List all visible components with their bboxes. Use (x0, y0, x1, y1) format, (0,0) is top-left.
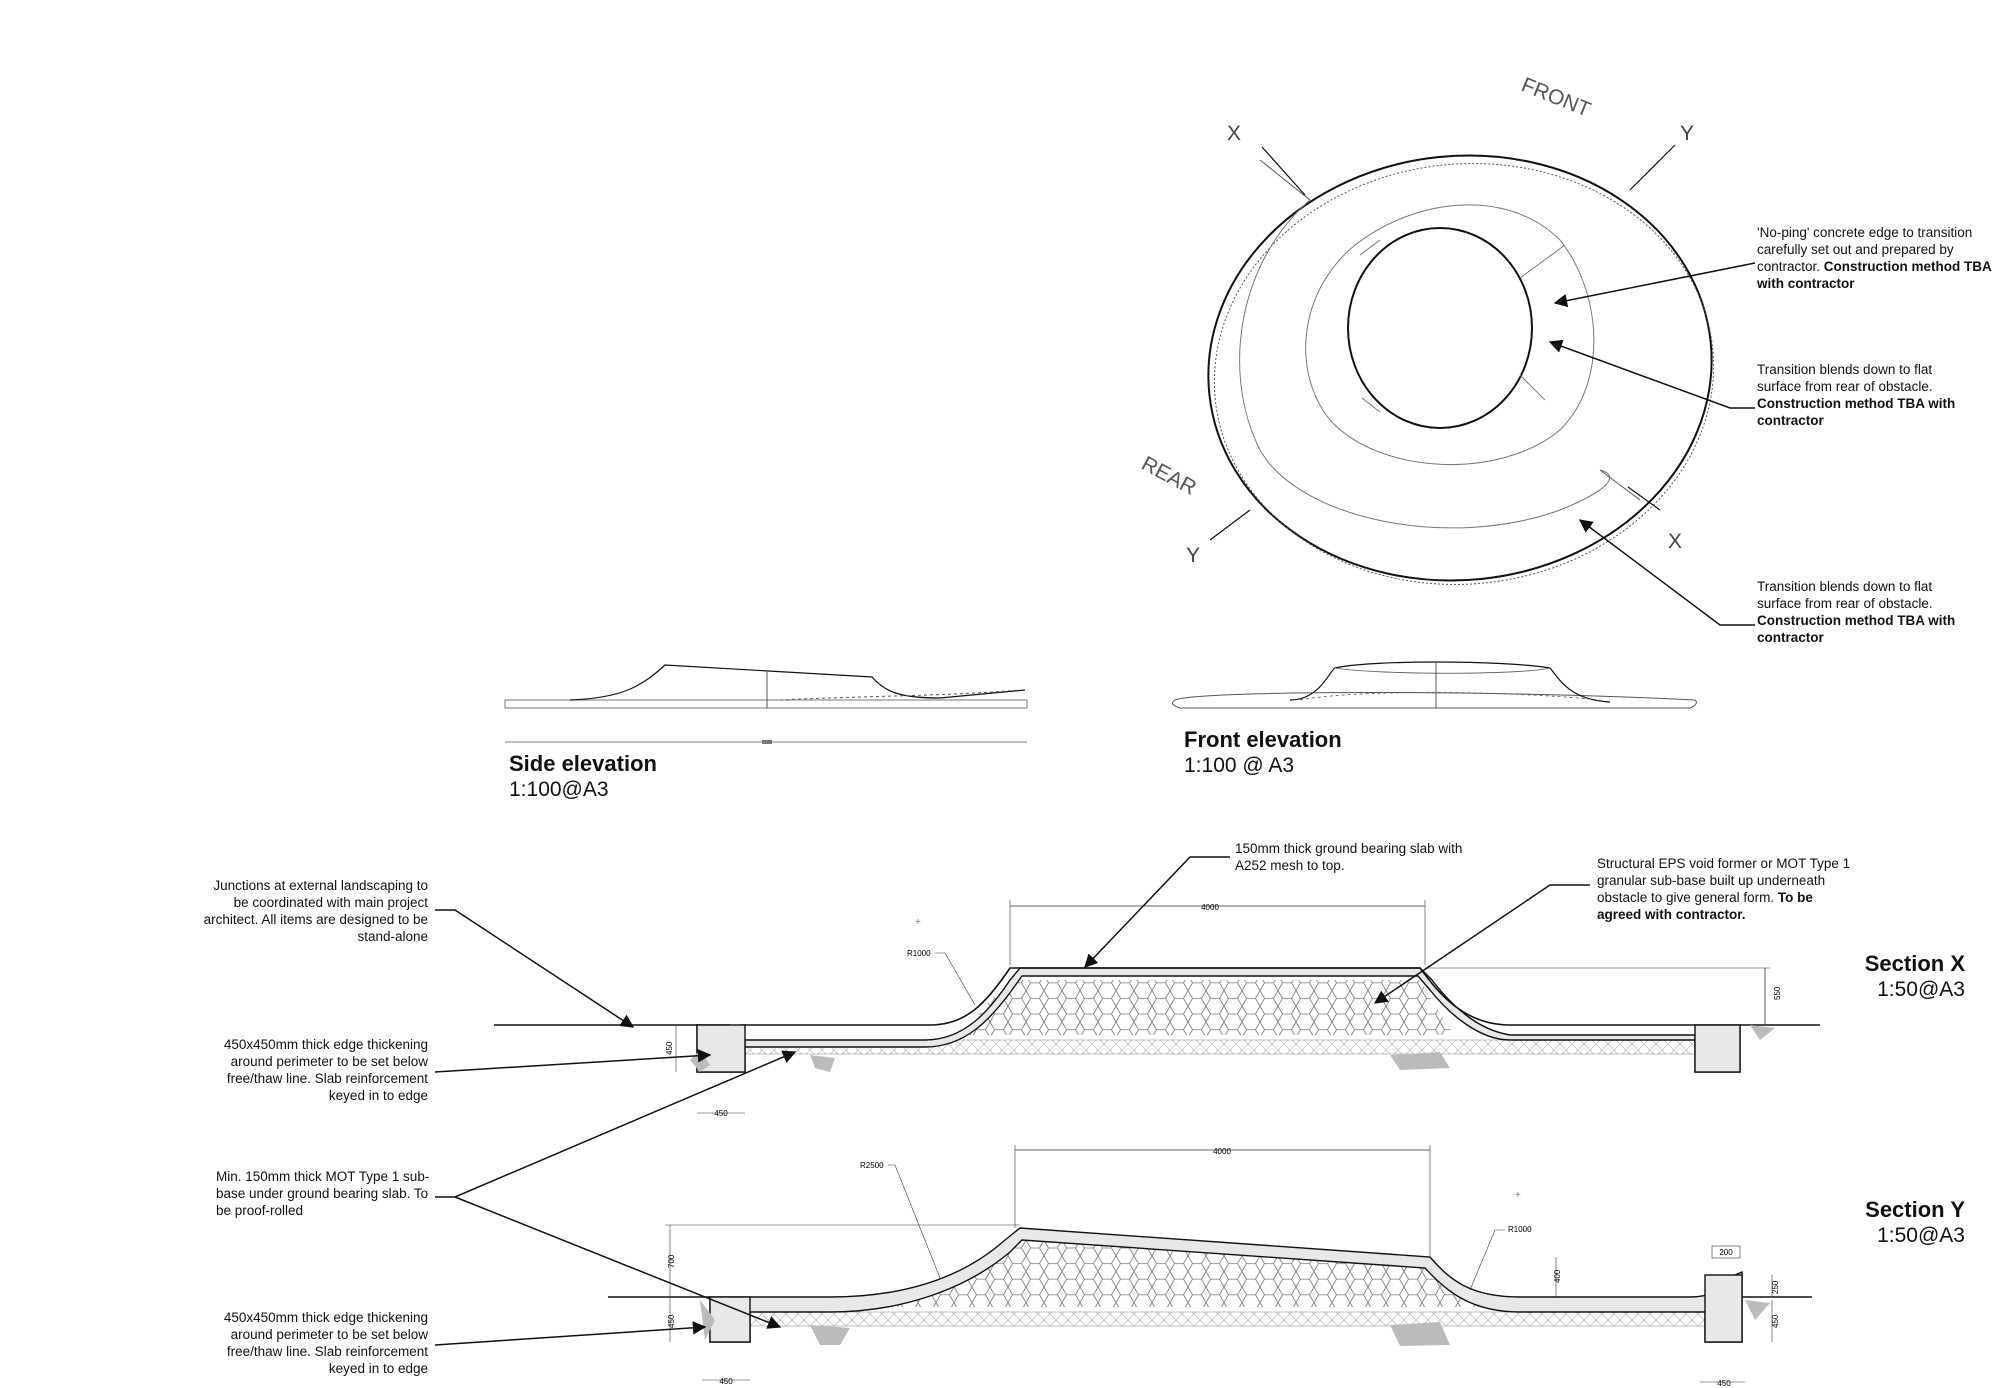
section-y-lip-box (1711, 1245, 1741, 1259)
front-elevation-drawing (1172, 661, 1697, 709)
front-elev-base (1172, 692, 1697, 709)
plan-edge-joint (1259, 159, 1311, 201)
plan-x-label-top: X (1227, 122, 1241, 145)
plan-transition-outer (1239, 199, 1611, 529)
plan-divider (1361, 397, 1381, 413)
section-x-leader-eps (1373, 884, 1590, 1004)
section-x-eps-fill (965, 980, 1455, 1035)
section-y-subbase (749, 1311, 1706, 1327)
section-y-drawing: 4000 R2500 R1000 700 450 450 400 200 250… (434, 1050, 1812, 1388)
plan-edge-joint (1599, 469, 1641, 501)
plan-leader-2 (1548, 339, 1755, 409)
section-y-leader-edge (434, 1321, 707, 1346)
section-x-dim-edge: 450 (714, 1109, 728, 1118)
plan-x-label-bottom: X (1668, 530, 1682, 553)
plan-top-plateau (1347, 227, 1533, 429)
section-line-y-bottom (1209, 509, 1251, 541)
section-x-scale: 1:50@A3 (1877, 978, 1965, 1001)
front-elevation-scale: 1:100 @ A3 (1184, 754, 1295, 777)
section-y-title: Section Y (1865, 1197, 1965, 1222)
section-y-edge-left (709, 1296, 751, 1343)
section-x-slab-top (740, 967, 1740, 1026)
section-y-scale: 1:50@A3 (1877, 1224, 1965, 1247)
section-y-dim-lip: 200 (1719, 1248, 1733, 1257)
section-y-dim-right-depth: 450 (1771, 1314, 1780, 1328)
edge-note-2: 450x450mm thick edge thickening around p… (223, 1310, 428, 1376)
section-x-edge-right (1694, 1024, 1741, 1073)
section-y-dim-edge: 450 (719, 1377, 733, 1386)
plan-outer-rim (1207, 154, 1713, 582)
plan-note-2: Transition blends down to flat surface f… (1757, 361, 1957, 429)
plan-note-2-bold: Construction method TBA with contractor (1757, 396, 1956, 428)
section-x-dim-width: 4000 (1201, 903, 1219, 912)
subbase-note: Min. 150mm thick MOT Type 1 sub-base und… (216, 1169, 430, 1218)
section-y-dim-depth: 450 (667, 1314, 676, 1328)
plan-note-3: Transition blends down to flat surface f… (1757, 578, 1957, 646)
front-elev-dashed (1299, 692, 1601, 701)
side-elevation-scale: 1:100@A3 (509, 778, 609, 801)
section-line-x-bottom (1627, 486, 1661, 511)
section-y-dim-step: 400 (1553, 1269, 1562, 1283)
slab-note: 150mm thick ground bearing slab with A25… (1235, 841, 1463, 873)
section-y-dim-lip-height: 250 (1771, 1280, 1780, 1294)
plan-note-1: 'No-ping' concrete edge to transition ca… (1757, 224, 1997, 292)
section-y-dim-width: 4000 (1213, 1147, 1231, 1156)
section-x-dim-radius: R1000 (907, 949, 931, 958)
section-y-r2500-leader (888, 1164, 941, 1279)
section-y-eps-fill (880, 1240, 1480, 1307)
section-line-y-top (1629, 144, 1676, 191)
plan-outer-rim-shadow (1213, 163, 1715, 585)
section-x-title: Section X (1864, 951, 1965, 976)
section-y-leader-subbase-1 (435, 1050, 797, 1198)
section-x-drawing: 4000 550 R1000 450 450 + (434, 856, 1820, 1118)
section-x-radius-leader (935, 952, 976, 1006)
section-x-leader-slab (1084, 856, 1230, 968)
plan-rear-label: REAR (1138, 452, 1200, 500)
section-x-dim-height: 550 (1773, 986, 1782, 1000)
front-elevation-title: Front elevation (1184, 727, 1342, 752)
side-elev-dashed (779, 689, 1021, 701)
side-elevation-title: Side elevation (509, 751, 657, 776)
plan-transition-mid (1305, 204, 1595, 466)
side-elev-base (504, 699, 1028, 709)
plan-divider (1519, 374, 1546, 401)
plan-y-label-top: Y (1680, 122, 1694, 145)
plan-note-3-text: Transition blends down to flat surface f… (1757, 579, 1933, 611)
section-line-x-top (1261, 146, 1306, 196)
section-y-r1000-leader (1469, 1229, 1505, 1291)
section-x-cross-mark: + (915, 917, 921, 928)
section-x-leader-edge (434, 1049, 712, 1073)
plan-front-label: FRONT (1518, 73, 1594, 121)
section-x-dim-depth: 450 (665, 1041, 674, 1055)
junctions-note: Junctions at external landscaping to be … (203, 878, 428, 944)
side-elev-profile (569, 664, 1026, 701)
side-elevation-drawing (504, 664, 1028, 744)
plan-leader-3 (1578, 519, 1755, 626)
section-y-dim-r1000: R1000 (1508, 1225, 1532, 1234)
section-y-cross-mark: + (1515, 1190, 1521, 1201)
section-y-dim-r2500: R2500 (860, 1161, 884, 1170)
edge-note-1: 450x450mm thick edge thickening around p… (223, 1037, 428, 1103)
plan-note-3-bold: Construction method TBA with contractor (1757, 613, 1956, 645)
plan-view: FRONT REAR X X Y Y (1138, 73, 1756, 626)
plan-note-1-bold: Construction method TBA with contractor (1757, 259, 1992, 291)
front-elev-profile (1289, 661, 1611, 703)
section-y-dim-height: 700 (667, 1254, 676, 1268)
eps-note-bold: To be agreed with contractor. (1597, 890, 1813, 922)
plan-divider (1519, 244, 1566, 279)
side-elev-dim-mark (762, 740, 772, 744)
plan-leader-1 (1553, 262, 1756, 308)
section-y-edge-right (1704, 1274, 1743, 1343)
plan-note-2-text: Transition blends down to flat surface f… (1757, 362, 1933, 394)
section-y-dim-right-edge: 450 (1717, 1379, 1731, 1388)
eps-note: Structural EPS void former or MOT Type 1… (1597, 855, 1857, 923)
eps-note-text: Structural EPS void former or MOT Type 1… (1597, 856, 1851, 905)
section-x-leader-junctions (435, 909, 635, 1028)
plan-divider (1359, 239, 1381, 256)
front-elev-top (1334, 667, 1551, 674)
plan-y-label-bottom: Y (1186, 544, 1200, 567)
plan-note-1-text: 'No-ping' concrete edge to transition ca… (1757, 225, 1973, 274)
section-y-leader-subbase-2 (454, 1196, 782, 1329)
